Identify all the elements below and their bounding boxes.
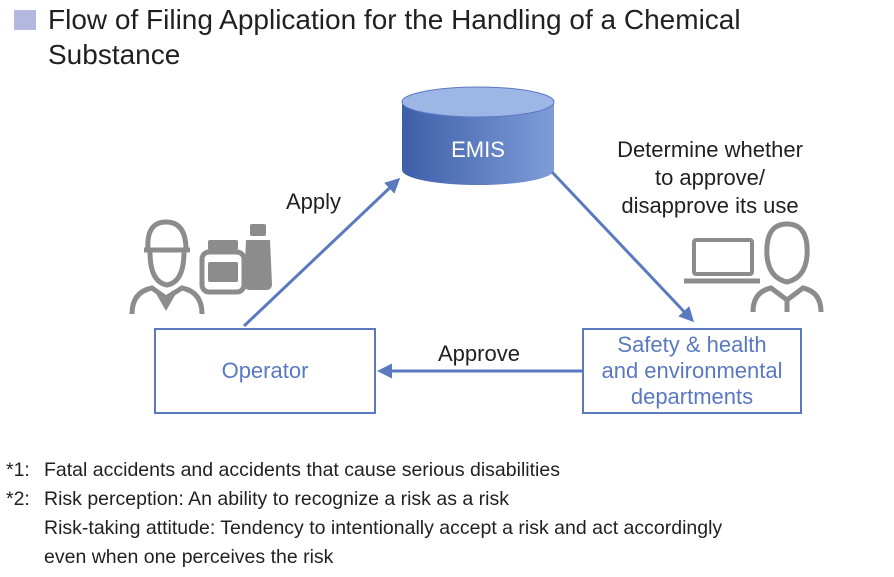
departments-line: and environmental	[601, 358, 783, 383]
emis-label: EMIS	[451, 137, 505, 162]
manager-icon	[750, 221, 824, 313]
approve-label: Approve	[438, 341, 520, 366]
footnote-text: even when one perceives the risk	[44, 546, 334, 568]
footnote-text: Risk-taking attitude: Tendency to intent…	[44, 517, 723, 539]
footnote-mark: *1:	[6, 459, 30, 481]
footnote-2: *2: Risk perception: An ability to recog…	[6, 485, 722, 514]
determine-line: disapprove its use	[621, 193, 799, 218]
page-title: Flow of Filing Application for the Handl…	[48, 4, 741, 70]
title-bullet	[14, 10, 36, 30]
chemical-bottle-icon	[244, 224, 272, 290]
chemical-jar-icon	[199, 240, 247, 295]
departments-line: Safety & health	[617, 332, 767, 357]
determine-line: Determine whether	[617, 137, 803, 162]
footnote-text: Risk perception: An ability to recognize…	[44, 488, 509, 510]
footnote-text: Fatal accidents and accidents that cause…	[44, 459, 560, 481]
determine-line: to approve/	[654, 165, 766, 190]
footnote-1: *1: Fatal accidents and accidents that c…	[6, 456, 722, 485]
footnotes: *1: Fatal accidents and accidents that c…	[6, 456, 722, 572]
operator-label: Operator	[221, 358, 309, 383]
apply-arrow	[242, 177, 401, 328]
laptop-icon	[684, 238, 760, 284]
departments-node: Safety & health and environmental depart…	[582, 328, 802, 414]
departments-line: departments	[630, 384, 754, 409]
emis-database-icon	[401, 86, 555, 185]
footnote-mark: *2:	[6, 488, 30, 510]
apply-label: Apply	[286, 189, 342, 214]
operator-node: Operator	[154, 328, 376, 414]
determine-arrow	[550, 170, 695, 323]
determine-label: Determine whether to approve/ disapprove…	[600, 136, 820, 220]
worker-icon	[129, 219, 205, 315]
